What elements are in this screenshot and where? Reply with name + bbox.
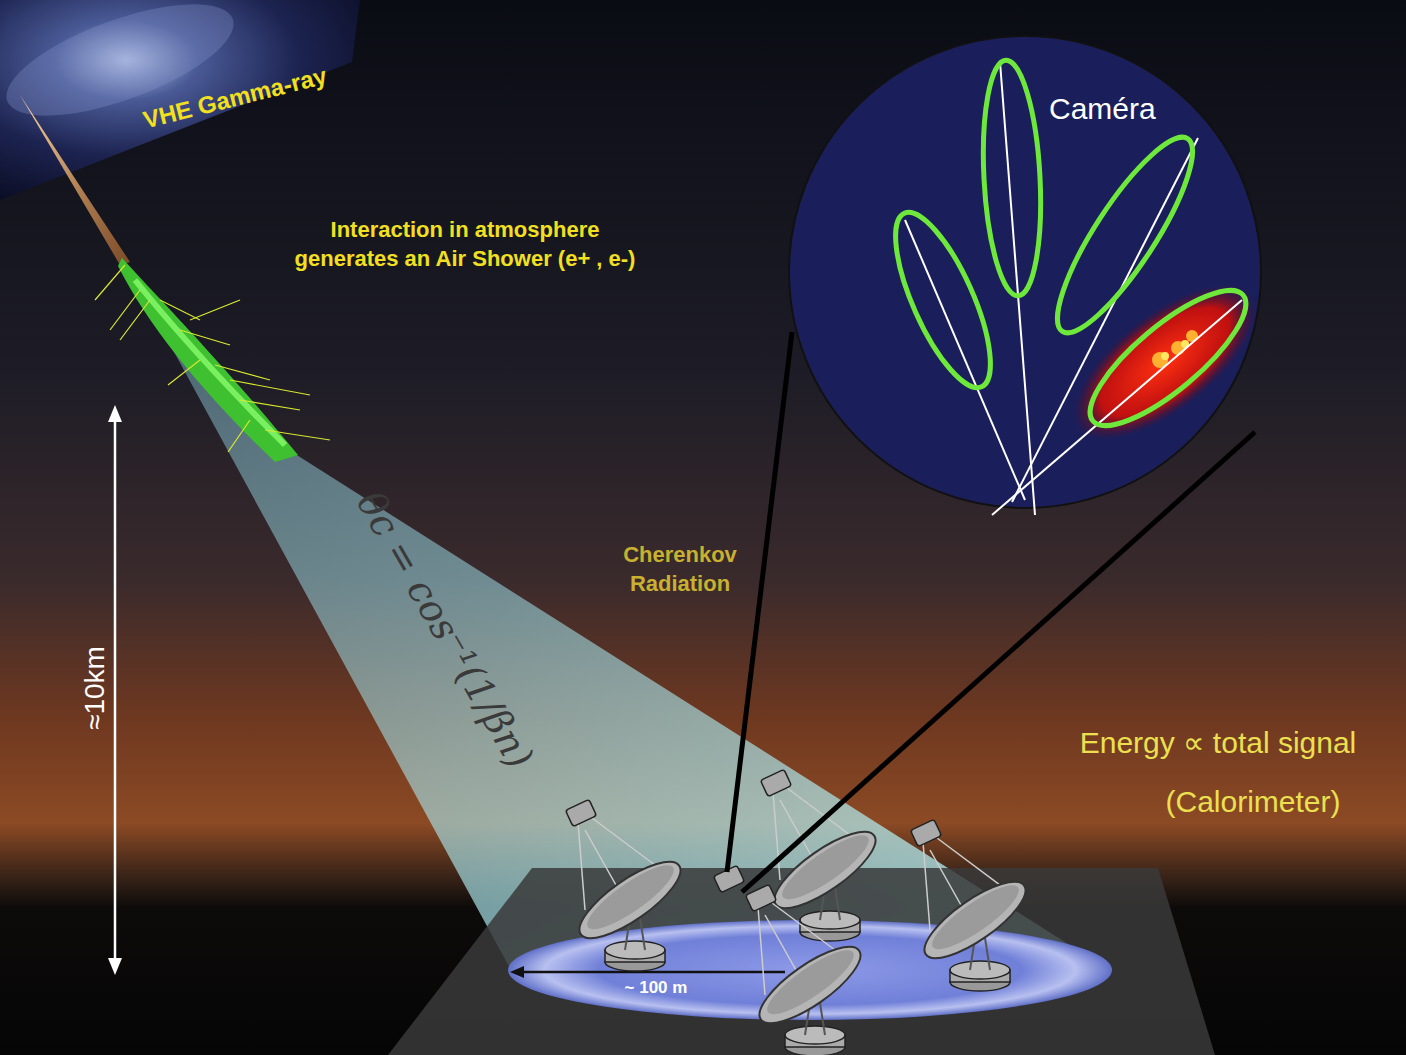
energy-note: Energy ∝ total signal [1080, 725, 1357, 760]
shower-note: Interaction in atmosphere generates an A… [285, 216, 645, 273]
calorimeter-note: (Calorimeter) [1165, 785, 1340, 819]
height-dimension: ≈10km [79, 642, 111, 734]
camera-circle: Caméra [1045, 92, 1160, 126]
camera-title: Caméra [1045, 92, 1160, 126]
distance-dimension: ~ 100 m [625, 978, 688, 998]
radiation-label: Cherenkov Radiation [595, 541, 765, 598]
